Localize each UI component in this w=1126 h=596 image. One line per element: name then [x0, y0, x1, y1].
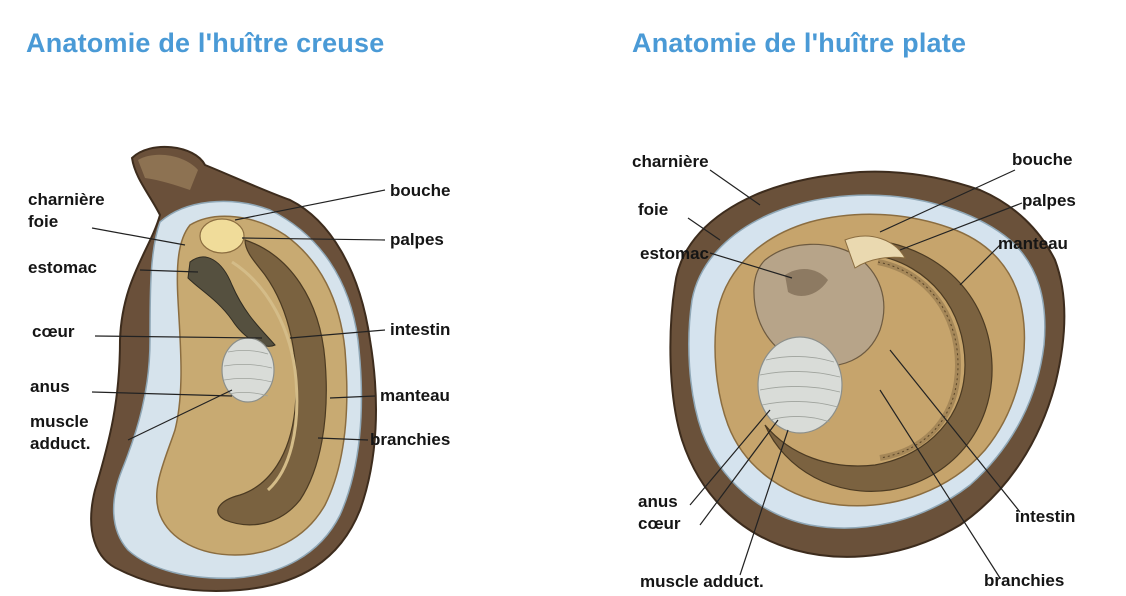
cupped-oyster-illustration [0, 0, 560, 596]
label-manteau-flat: manteau [998, 234, 1068, 254]
label-foie: foie [28, 212, 58, 232]
label-muscle-line2: adduct. [30, 434, 90, 454]
label-manteau: manteau [380, 386, 450, 406]
left-panel: Anatomie de l'huître creuse [0, 0, 560, 596]
label-muscle-flat: muscle adduct. [640, 572, 764, 592]
label-palpes: palpes [390, 230, 444, 250]
label-charniere-flat: charnière [632, 152, 709, 172]
label-branchies: branchies [370, 430, 450, 450]
label-muscle-line1: muscle [30, 412, 89, 432]
label-estomac: estomac [28, 258, 97, 278]
label-intestin-flat: intestin [1015, 507, 1075, 527]
label-estomac-flat: estomac [640, 244, 709, 264]
label-intestin: intestin [390, 320, 450, 340]
label-coeur-flat: cœur [638, 514, 681, 534]
left-palps [200, 219, 244, 253]
right-adductor-muscle [758, 337, 842, 433]
label-coeur: cœur [32, 322, 75, 342]
label-charniere: charnière [28, 190, 105, 210]
label-bouche-flat: bouche [1012, 150, 1072, 170]
label-foie-flat: foie [638, 200, 668, 220]
label-anus-flat: anus [638, 492, 678, 512]
label-branchies-flat: branchies [984, 571, 1064, 591]
label-anus: anus [30, 377, 70, 397]
label-palpes-flat: palpes [1022, 191, 1076, 211]
label-bouche: bouche [390, 181, 450, 201]
right-panel: Anatomie de l'huître plate [560, 0, 1126, 596]
